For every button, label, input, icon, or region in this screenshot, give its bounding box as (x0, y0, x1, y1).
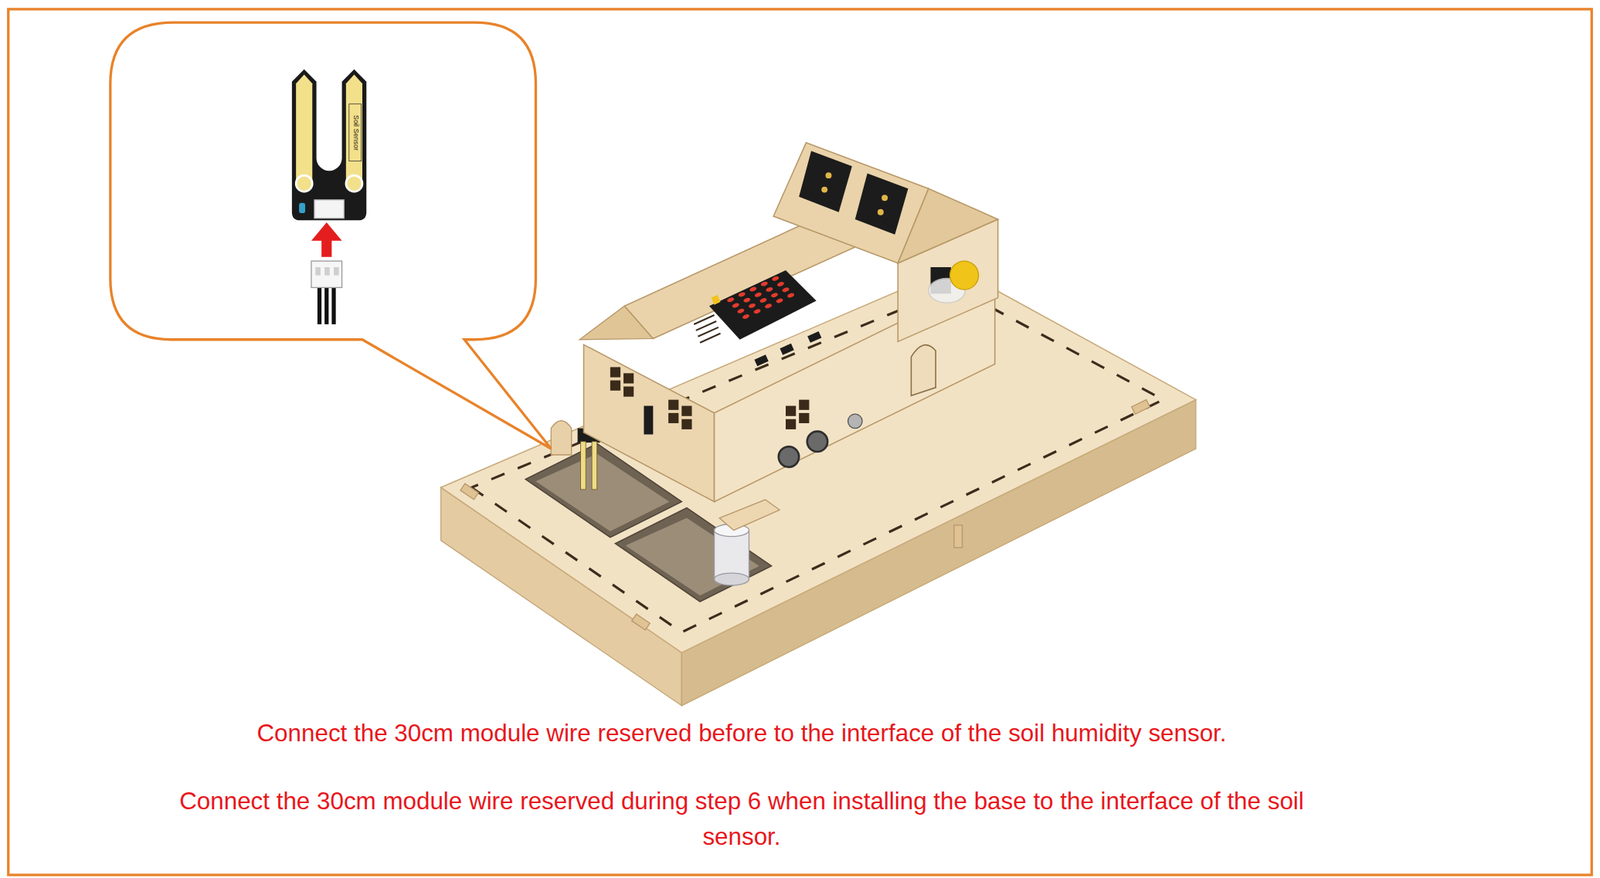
instruction-note: Connect the 30cm module wire reserved du… (154, 784, 1329, 856)
base-board (441, 267, 1196, 707)
instruction-note: Connect the 30cm module wire reserved be… (77, 719, 1407, 749)
soil-sensor-module (292, 69, 367, 221)
cable-plug (311, 261, 343, 325)
frame (8, 9, 1593, 876)
sensor-print: Soil Sensor (351, 115, 359, 151)
callout-bubble (110, 22, 551, 449)
water-pump (714, 499, 781, 586)
upper-house (773, 142, 999, 343)
insert-arrow (311, 222, 343, 258)
